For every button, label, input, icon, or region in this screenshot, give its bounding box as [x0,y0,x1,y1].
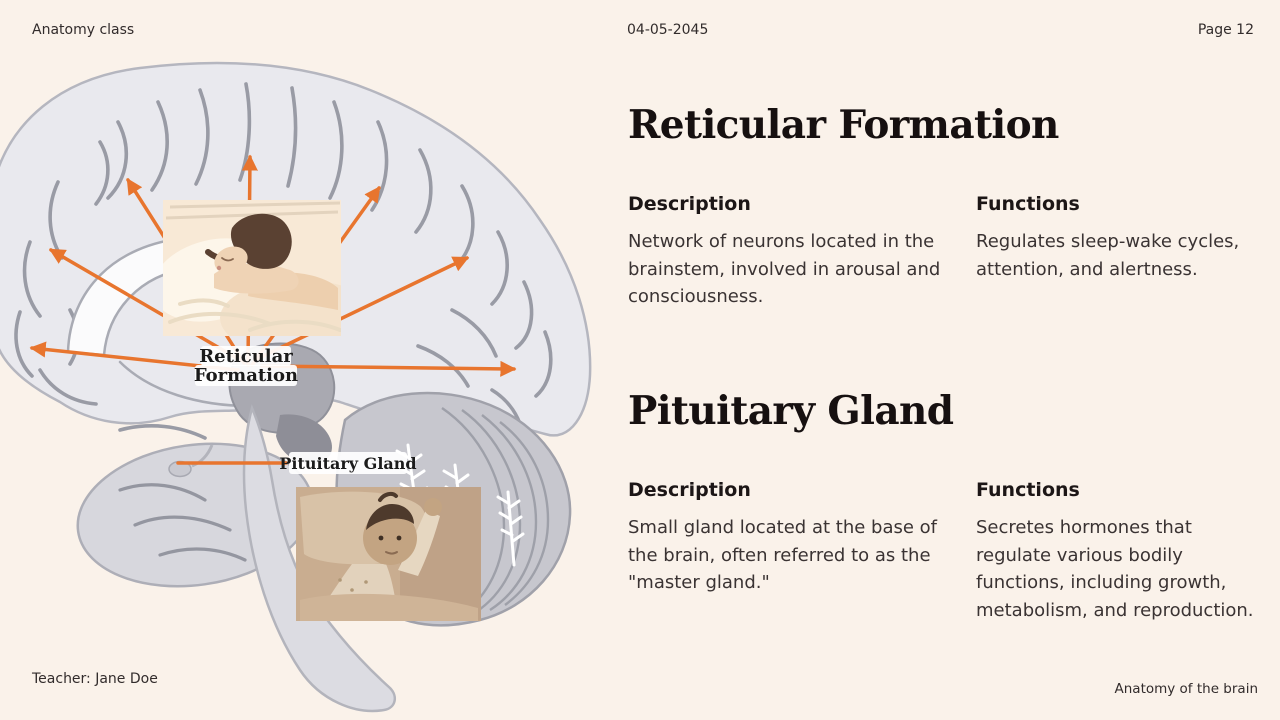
radiating-arrow [253,256,470,362]
description-text: Small gland located at the base of the b… [628,517,937,593]
svg-text:Reticular: Reticular [199,346,293,367]
midbrain [276,414,332,464]
functions-heading: Functions [976,479,1080,501]
description-heading: Description [628,193,751,215]
section-title: Pituitary Gland [628,388,954,434]
reticular-formation-label: Reticular Formation [194,346,298,386]
radiating-arrow [260,360,517,377]
footer-topic: Anatomy of the brain [1114,681,1259,697]
brainstem [242,404,397,713]
fornix-line [118,360,252,408]
functions-heading: Functions [976,193,1080,215]
functions-text: Regulates sleep-wake cycles, attention, … [976,231,1240,280]
baby-photo [296,487,481,621]
description-heading: Description [628,479,751,501]
header-course-name: Anatomy class [32,22,135,38]
description-text: Network of neurons located in the brains… [628,231,941,307]
footer-teacher: Teacher: Jane Doe [32,671,158,687]
pituitary-gland-label: Pituitary Gland [279,452,417,474]
section-title: Reticular Formation [628,102,1059,148]
header-page-number: Page 12 [1197,22,1254,38]
brain-illustration: Reticular Formation Pituitary Gland [0,61,592,713]
pituitary-gland-shape [168,444,214,478]
sleeping-woman-photo [163,200,341,336]
section-pituitary-gland: Pituitary Gland Description Small gland … [628,388,1268,624]
section-reticular-formation: Reticular Formation Description Network … [628,102,1268,311]
header-date: 04-05-2045 [627,22,709,38]
svg-text:Pituitary Gland: Pituitary Gland [279,454,416,473]
svg-text:Formation: Formation [194,365,298,386]
functions-text: Secretes hormones that regulate various … [976,517,1254,621]
brain-diagram-area: Reticular Formation Pituitary Gland [0,60,600,720]
radiating-arrow [48,248,242,362]
